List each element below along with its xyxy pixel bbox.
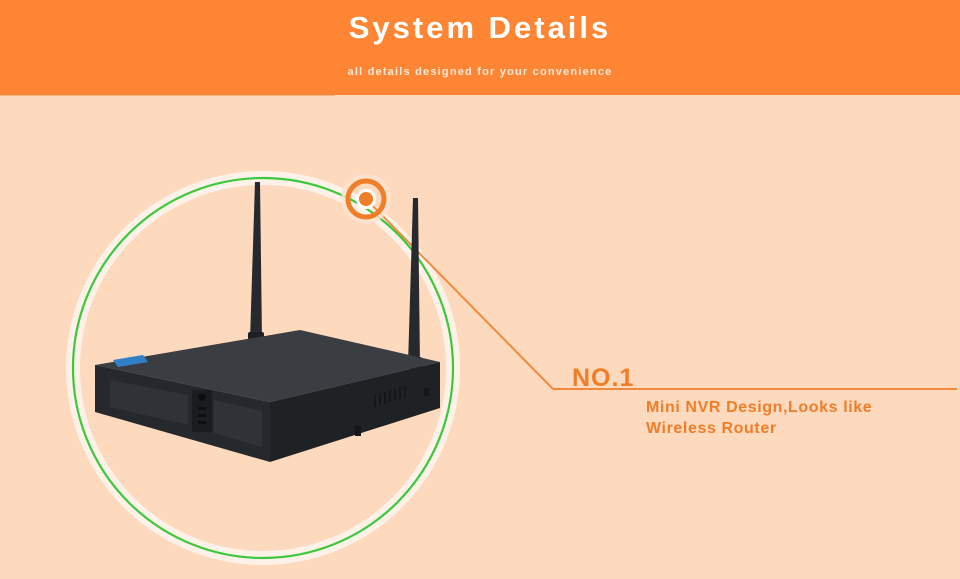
callout-number: NO.1 bbox=[572, 364, 635, 392]
header-divider bbox=[0, 95, 335, 96]
page-subtitle: all details designed for your convenienc… bbox=[347, 66, 613, 78]
page-title: System Details bbox=[348, 10, 612, 45]
callout-description-line1: Mini NVR Design,Looks like bbox=[646, 399, 873, 416]
nvr-device-image bbox=[95, 182, 440, 462]
callout-description: Mini NVR Design,Looks like Wireless Rout… bbox=[646, 397, 946, 439]
callout-leader-line bbox=[365, 198, 957, 390]
target-marker-icon bbox=[341, 174, 391, 224]
highlight-ring bbox=[71, 176, 455, 560]
callout-description-line2: Wireless Router bbox=[646, 420, 777, 437]
header-banner: System Details all details designed for … bbox=[0, 0, 960, 95]
